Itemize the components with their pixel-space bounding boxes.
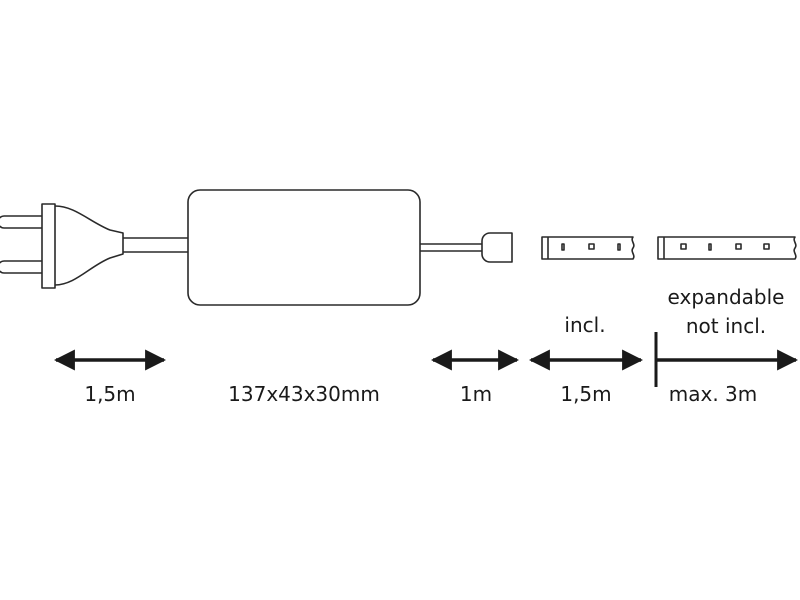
strip-included-length-label: 1,5m	[560, 382, 611, 406]
plug-cable	[123, 237, 188, 253]
plug-cable-length-label: 1,5m	[84, 382, 135, 406]
driver-dimensions-label: 137x43x30mm	[228, 382, 380, 406]
connector-cable	[420, 232, 513, 263]
connector-cable-length-label: 1m	[460, 382, 492, 406]
driver-box	[187, 189, 421, 306]
strip-included-note: incl.	[564, 313, 605, 337]
power-plug-icon	[0, 203, 124, 289]
expandable-max-label: max. 3m	[669, 382, 758, 406]
expandable-label: expandable	[668, 285, 785, 309]
led-strip-expandable	[657, 236, 797, 260]
not-included-label: not incl.	[686, 314, 766, 338]
led-strip-included	[541, 236, 635, 260]
